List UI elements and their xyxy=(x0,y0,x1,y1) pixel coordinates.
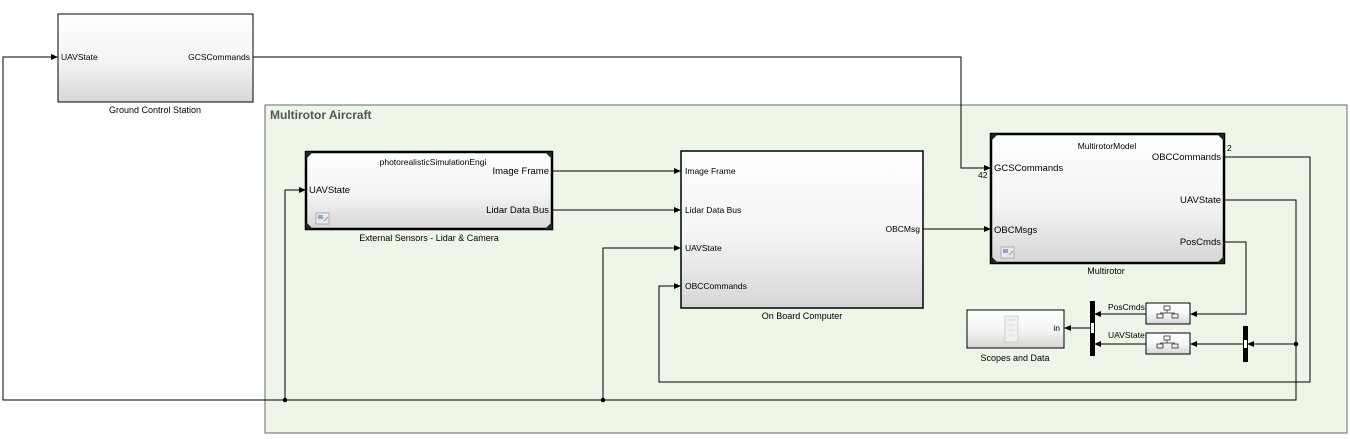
model-reference-icon xyxy=(315,212,330,225)
ground-control-station-block[interactable]: UAVState GCSCommands Ground Control Stat… xyxy=(57,13,254,115)
wire-uavstate-out[interactable] xyxy=(1224,199,1297,344)
signal-label-poscmds: PosCmds xyxy=(1108,302,1145,312)
bus-creator-icon[interactable] xyxy=(1243,326,1248,362)
scopes-caption: Scopes and Data xyxy=(980,353,1049,363)
multirotor-block[interactable]: MultirotorModel GCSCommands OBCMsgs OBCC… xyxy=(989,132,1226,276)
multirotor-out-port-obccommands: OBCCommands xyxy=(1152,152,1221,163)
signal-label-uavstate: UAVState xyxy=(1108,330,1145,340)
gcs-out-port: GCSCommands xyxy=(188,52,250,62)
dim-label-gcscommands: 42 xyxy=(978,170,988,180)
area-title: Multirotor Aircraft xyxy=(270,108,372,122)
scopes-in-port: in xyxy=(1053,323,1060,333)
scopes-and-data-block[interactable]: in Scopes and Data xyxy=(966,309,1065,363)
bus-selector-icon[interactable] xyxy=(1145,332,1191,355)
sensors-out-port-lidar: Lidar Data Bus xyxy=(486,205,549,216)
gcs-in-port: UAVState xyxy=(61,52,98,62)
sensors-in-port: UAVState xyxy=(309,185,350,196)
obc-caption: On Board Computer xyxy=(762,311,843,321)
multirotor-out-port-uavstate: UAVState xyxy=(1180,195,1221,206)
obc-in-port-uavstate: UAVState xyxy=(685,243,722,253)
dim-label-obccommands: 2 xyxy=(1227,143,1232,153)
sensors-inner-title: photorealisticSimulationEngi xyxy=(380,157,487,167)
on-board-computer-block[interactable]: Image Frame Lidar Data Bus UAVState OBCC… xyxy=(680,150,924,321)
wire-uavstate-to-obc[interactable] xyxy=(602,247,675,400)
bus-selector-icon[interactable] xyxy=(1145,302,1191,325)
obc-in-port-lidar: Lidar Data Bus xyxy=(685,205,741,215)
gcs-caption: Ground Control Station xyxy=(109,105,201,115)
multirotor-in-port-gcs: GCSCommands xyxy=(994,163,1063,174)
obc-in-port-obccommands: OBCCommands xyxy=(685,281,747,291)
bus-creator-icon[interactable] xyxy=(1090,301,1095,356)
wire-obccommands[interactable] xyxy=(658,156,1311,383)
multirotor-out-port-poscmds: PosCmds xyxy=(1180,237,1221,248)
multirotor-in-port-obcmsgs: OBCMsgs xyxy=(994,225,1038,236)
wire-poscmds[interactable] xyxy=(1196,241,1247,315)
external-sensors-block[interactable]: photorealisticSimulationEngi UAVState Im… xyxy=(304,150,554,243)
multirotor-caption: Multirotor xyxy=(1087,266,1125,276)
multirotor-inner-title: MultirotorModel xyxy=(1078,141,1137,151)
obc-out-port: OBCMsg xyxy=(886,224,921,234)
sensors-caption: External Sensors - Lidar & Camera xyxy=(359,233,499,243)
sensors-out-port-image: Image Frame xyxy=(493,166,550,177)
scopes-icon xyxy=(1004,315,1019,343)
wire-gcscommands[interactable] xyxy=(253,56,984,169)
wire-uavstate-to-sensors[interactable] xyxy=(284,189,300,400)
obc-in-port-image: Image Frame xyxy=(685,166,736,176)
model-reference-icon xyxy=(1000,246,1015,259)
